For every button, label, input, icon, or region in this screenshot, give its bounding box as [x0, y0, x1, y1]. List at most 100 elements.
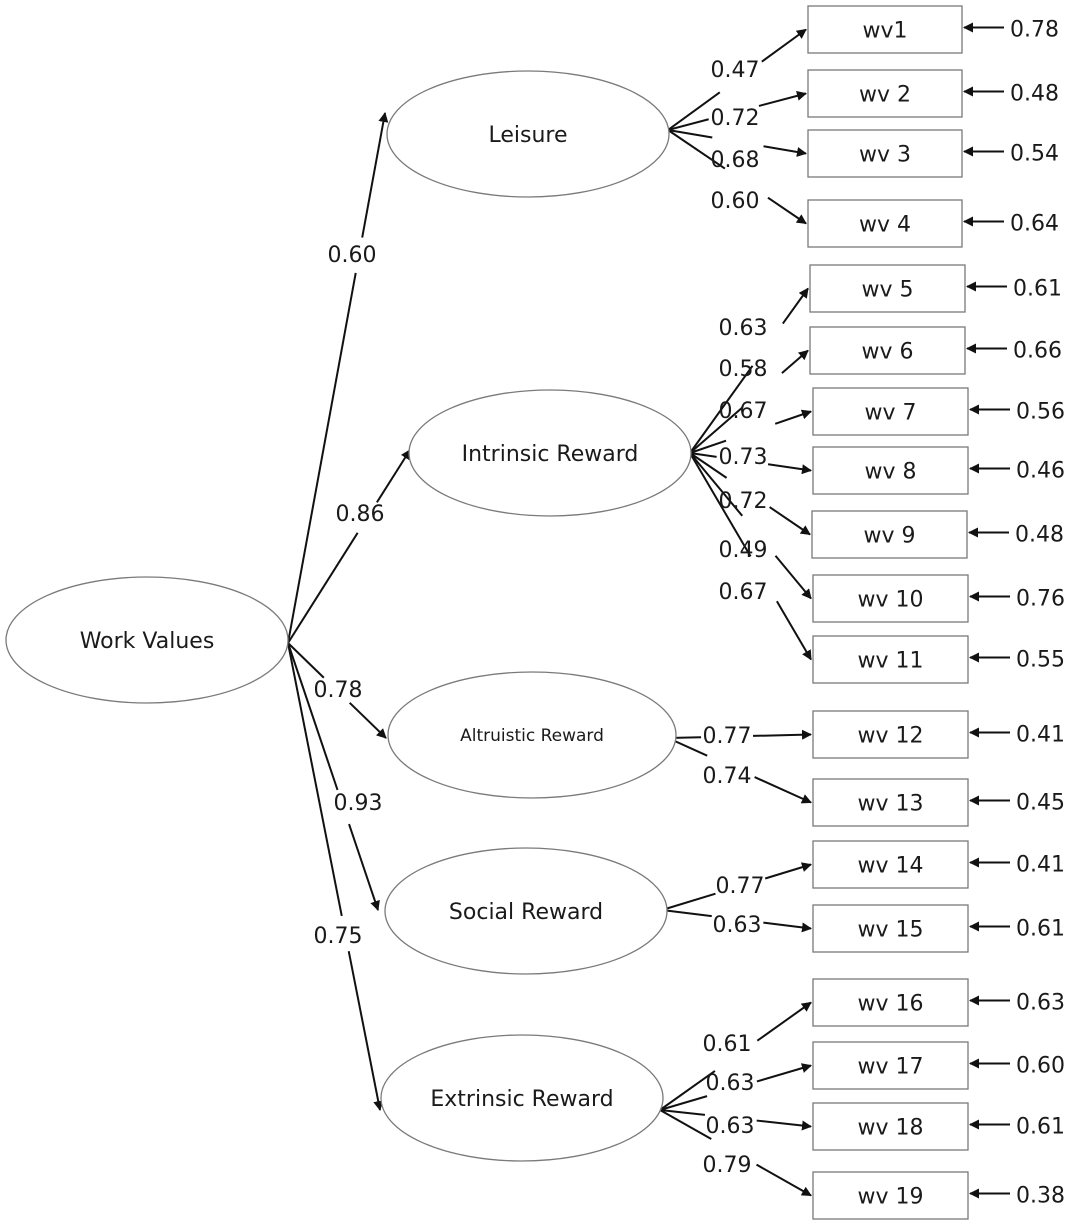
item-wv7-loading: 0.67 — [719, 399, 768, 424]
social-reward-path-arrow-head — [348, 823, 380, 911]
item-wv9-loading-arrow-head — [769, 506, 811, 536]
item-wv5-loading-arrow — [689, 287, 809, 454]
item-wv17-loading: 0.63 — [706, 1071, 755, 1096]
item-wv5-loading-arrow-head — [782, 287, 809, 325]
item-wv15-error: 0.61 — [1016, 917, 1065, 942]
item-wv7-label: wv 7 — [864, 401, 916, 426]
item-wv14-box — [812, 840, 969, 889]
item-wv4-box — [807, 199, 963, 248]
item-wv10-loading-arrow-tail — [689, 452, 744, 517]
item-wv14-loading-arrow-tail — [661, 892, 716, 911]
item-wv1-loading-arrow-tail — [667, 91, 721, 131]
item-wv15-loading-arrow — [661, 909, 812, 933]
item-wv3-box — [807, 129, 963, 178]
item-wv18-error: 0.61 — [1016, 1115, 1065, 1140]
item-wv1-label: wv1 — [862, 19, 907, 44]
altruistic-reward-label: Altruistic Reward — [460, 726, 604, 746]
item-wv10-loading-arrow — [689, 452, 812, 600]
item-wv8-loading: 0.73 — [719, 445, 768, 470]
item-wv18-loading: 0.63 — [706, 1114, 755, 1139]
item-wv17-loading-arrow-tail — [659, 1095, 708, 1111]
item-wv7-loading-arrow-tail — [689, 439, 727, 454]
item-wv13-box — [812, 778, 969, 827]
item-wv12-box — [812, 710, 969, 759]
item-wv5-error: 0.61 — [1013, 277, 1062, 302]
intrinsic-reward-path-arrow — [287, 449, 411, 644]
item-wv1-loading-arrow-head — [761, 28, 807, 63]
item-wv3-loading: 0.68 — [711, 148, 760, 173]
item-wv16-loading-arrow — [659, 1001, 812, 1111]
item-wv18-label: wv 18 — [858, 1116, 924, 1141]
item-wv6-loading-arrow — [689, 349, 809, 454]
item-wv10-label: wv 10 — [858, 588, 924, 613]
item-wv17-box — [812, 1041, 969, 1090]
item-wv18-box — [812, 1102, 969, 1151]
item-wv12-loading-arrow-head — [753, 729, 812, 740]
leisure-label: Leisure — [488, 123, 567, 148]
item-wv8-loading-arrow-tail — [689, 452, 717, 458]
item-wv9-label: wv 9 — [863, 524, 915, 549]
item-wv14-loading-arrow-head — [764, 862, 812, 880]
item-wv16-loading: 0.61 — [703, 1032, 752, 1057]
item-wv3-loading-arrow — [667, 129, 807, 157]
leisure-path-arrow-head — [361, 112, 389, 238]
leisure-node — [386, 70, 670, 198]
item-wv16-loading-arrow-tail — [659, 1070, 716, 1111]
item-wv4-loading: 0.60 — [711, 189, 760, 214]
altruistic-reward-path-arrow-head — [348, 702, 387, 739]
item-wv2-loading-arrow-tail — [667, 118, 709, 131]
item-wv11-loading-arrow-tail — [689, 452, 752, 557]
item-wv10-error: 0.76 — [1016, 587, 1065, 612]
item-wv14-loading: 0.77 — [716, 874, 765, 899]
intrinsic-reward-path-arrow-head — [376, 449, 411, 503]
item-wv19-loading-arrow-head — [756, 1163, 812, 1197]
item-wv13-label: wv 13 — [858, 792, 924, 817]
item-wv4-loading-arrow-tail — [667, 129, 726, 170]
item-wv10-box — [812, 574, 969, 623]
leisure-path-loading: 0.60 — [328, 243, 377, 268]
intrinsic-reward-path-loading: 0.86 — [336, 502, 385, 527]
item-wv13-loading: 0.74 — [703, 764, 752, 789]
item-wv6-box — [809, 326, 966, 375]
item-wv1-loading-arrow — [667, 28, 807, 131]
item-wv2-error: 0.48 — [1010, 82, 1059, 107]
item-wv19-box — [812, 1171, 969, 1220]
item-wv11-box — [812, 635, 969, 684]
extrinsic-reward-label: Extrinsic Reward — [430, 1087, 613, 1112]
item-wv6-loading-arrow-head — [781, 349, 809, 374]
item-wv19-loading: 0.79 — [703, 1153, 752, 1178]
item-wv7-loading-arrow-head — [774, 409, 812, 425]
extrinsic-reward-node — [380, 1034, 664, 1162]
item-wv11-error: 0.55 — [1016, 648, 1065, 673]
item-wv13-error: 0.45 — [1016, 791, 1065, 816]
altruistic-reward-path-loading: 0.78 — [314, 678, 363, 703]
item-wv3-error: 0.54 — [1010, 142, 1059, 167]
item-wv6-loading-arrow-tail — [689, 406, 744, 454]
item-wv3-loading-arrow-tail — [667, 129, 713, 139]
item-wv5-loading: 0.63 — [719, 316, 768, 341]
item-wv2-loading: 0.72 — [711, 106, 760, 131]
intrinsic-reward-label: Intrinsic Reward — [462, 442, 639, 467]
item-wv1-error: 0.78 — [1010, 18, 1059, 43]
social-reward-path-loading: 0.93 — [334, 791, 383, 816]
intrinsic-reward-node — [408, 389, 692, 517]
item-wv17-loading-arrow — [659, 1063, 812, 1111]
item-wv14-loading-arrow — [661, 862, 812, 911]
item-wv10-loading-arrow-head — [774, 555, 812, 600]
item-wv7-loading-arrow — [689, 409, 812, 454]
item-wv11-loading-arrow-head — [776, 600, 812, 661]
item-wv17-loading-arrow-head — [756, 1063, 812, 1083]
item-wv16-error: 0.63 — [1016, 991, 1065, 1016]
item-wv6-error: 0.66 — [1013, 339, 1062, 364]
item-wv6-label: wv 6 — [861, 340, 913, 365]
item-wv13-loading-arrow-head — [754, 776, 812, 804]
item-wv4-error: 0.64 — [1010, 212, 1059, 237]
item-wv15-loading-arrow-head — [763, 921, 812, 933]
item-wv15-box — [812, 904, 969, 953]
item-wv9-loading-arrow-tail — [689, 452, 728, 479]
item-wv2-loading-arrow-head — [758, 90, 807, 107]
leisure-path-arrow-tail — [287, 272, 357, 644]
item-wv12-loading: 0.77 — [703, 724, 752, 749]
item-wv11-loading: 0.67 — [719, 580, 768, 605]
